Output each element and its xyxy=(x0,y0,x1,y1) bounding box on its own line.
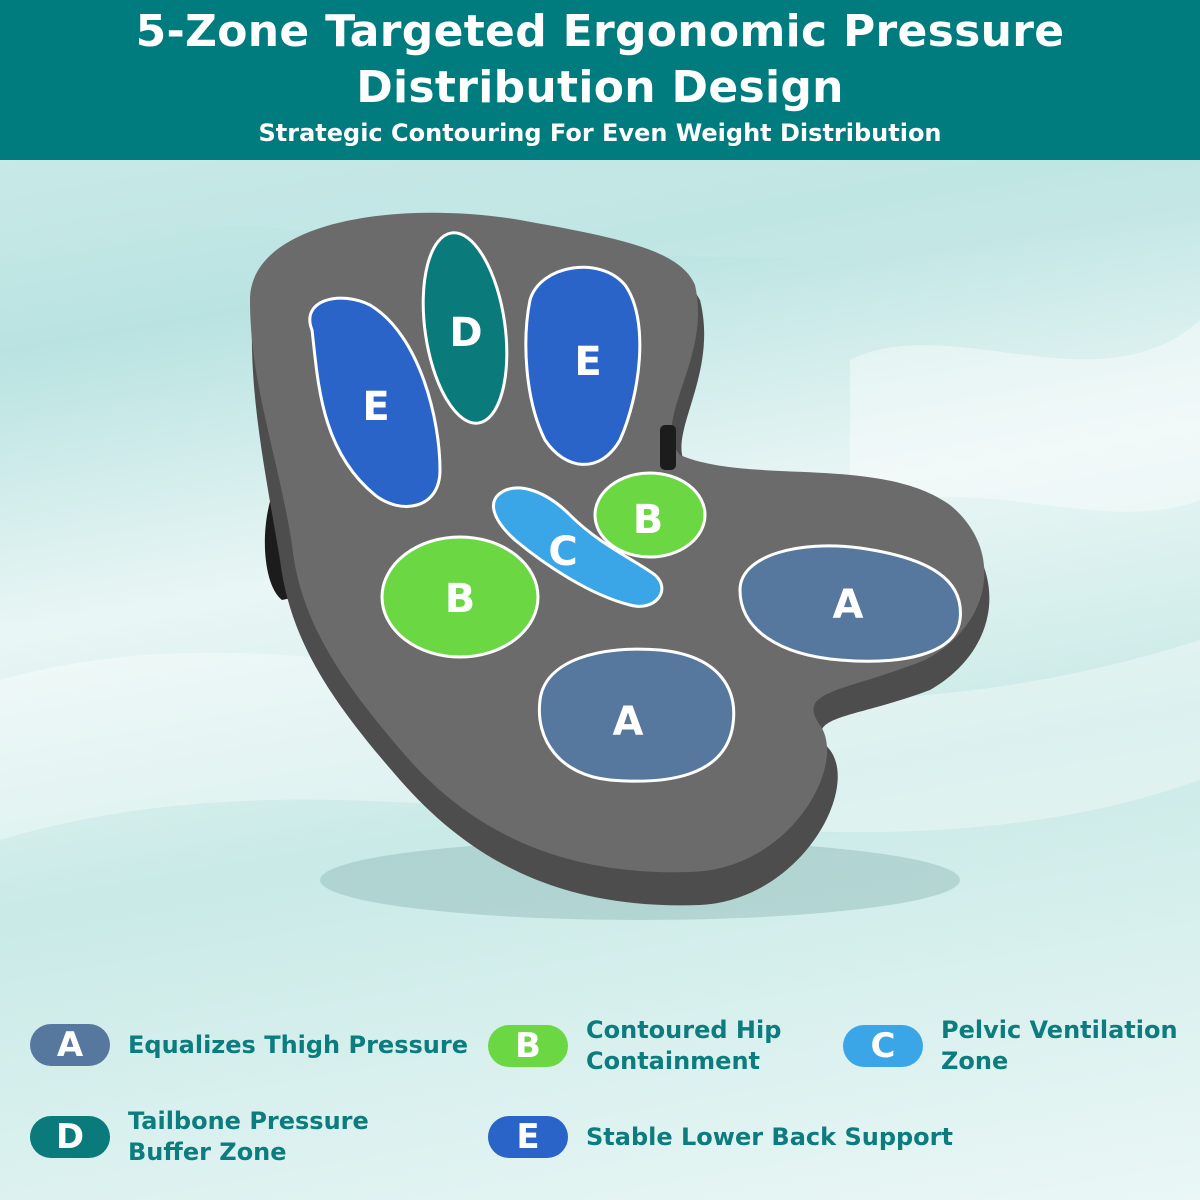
zone-label-hip-left: B xyxy=(445,576,476,622)
legend-text-a: Equalizes Thigh Pressure xyxy=(128,1030,468,1059)
zone-label-thigh-front: A xyxy=(613,699,644,745)
legend-badge-b: B xyxy=(488,1025,568,1067)
page-subtitle: Strategic Contouring For Even Weight Dis… xyxy=(258,119,942,147)
legend-item-e: E Stable Lower Back Support xyxy=(488,1116,953,1158)
header-banner: 5-Zone Targeted Ergonomic Pressure Distr… xyxy=(0,0,1200,160)
zone-label-thigh-right: A xyxy=(833,582,864,628)
zone-label-back-right: E xyxy=(574,339,601,385)
zone-label-center: C xyxy=(548,529,577,575)
legend-text-c: Pelvic Ventilation Zone xyxy=(941,1016,1178,1075)
zone-label-hip-right: B xyxy=(633,497,664,543)
legend-text-e: Stable Lower Back Support xyxy=(586,1122,953,1151)
legend-badge-a: A xyxy=(30,1024,110,1066)
title-line-1: 5-Zone Targeted Ergonomic Pressure xyxy=(135,6,1065,57)
legend-text-d: Tailbone Pressure Buffer Zone xyxy=(128,1107,369,1166)
legend-badge-c: C xyxy=(843,1025,923,1067)
legend-item-d: D Tailbone Pressure Buffer Zone xyxy=(30,1106,369,1168)
background-wave xyxy=(0,160,1200,840)
page-title: 5-Zone Targeted Ergonomic Pressure Distr… xyxy=(0,4,1200,116)
zone-label-back-left: E xyxy=(362,384,389,430)
legend-text-b: Contoured Hip Containment xyxy=(586,1016,782,1075)
title-line-2: Distribution Design xyxy=(356,62,844,113)
seat-cushion-illustration: E D E B C B A A xyxy=(250,212,990,920)
legend-item-c: C Pelvic Ventilation Zone xyxy=(843,1015,1178,1077)
legend-badge-e: E xyxy=(488,1116,568,1158)
legend-item-a: A Equalizes Thigh Pressure xyxy=(30,1024,468,1066)
legend-item-b: B Contoured Hip Containment xyxy=(488,1015,781,1077)
zone-label-back-center: D xyxy=(449,310,482,356)
legend-badge-d: D xyxy=(30,1116,110,1158)
